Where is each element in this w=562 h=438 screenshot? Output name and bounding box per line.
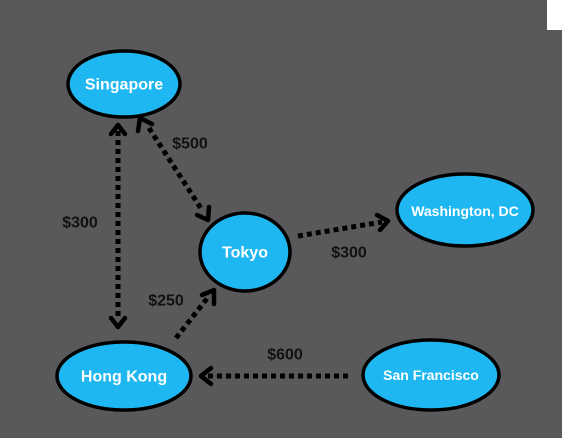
arrowhead-icon — [108, 315, 128, 330]
node-label-tokyo: Tokyo — [222, 245, 268, 262]
arrowhead-icon — [135, 115, 155, 134]
node-washington[interactable]: Washington, DC — [395, 172, 535, 248]
node-shape — [395, 172, 535, 248]
node-shape — [361, 338, 501, 412]
node-label-singapore: Singapore — [85, 77, 163, 94]
node-hongkong[interactable]: Hong Kong — [55, 340, 193, 412]
node-shape — [198, 211, 292, 293]
arrowhead-icon — [194, 204, 212, 223]
arrowhead-icon — [374, 212, 391, 233]
node-shape — [66, 49, 182, 119]
node-label-sanfrancisco: San Francisco — [383, 367, 479, 383]
edge-label-tokyo-washington: $300 — [331, 245, 367, 262]
edge-label-singapore-hongkong: $300 — [62, 215, 98, 232]
arrowhead-icon — [108, 122, 128, 137]
edge-tokyo-washington — [297, 212, 391, 239]
node-sanfrancisco[interactable]: San Francisco — [361, 338, 501, 412]
corner-background — [547, 0, 562, 30]
edge-singapore-tokyo — [135, 115, 212, 223]
node-tokyo[interactable]: Tokyo — [198, 211, 292, 293]
edge-singapore-hongkong — [108, 122, 128, 330]
edge-sanfrancisco-hongkong — [198, 365, 348, 387]
edge-label-sanfrancisco-hongkong: $600 — [267, 347, 303, 364]
edge-line — [146, 126, 205, 212]
node-shape — [55, 340, 193, 412]
edge-label-hongkong-tokyo: $250 — [148, 293, 184, 310]
node-label-washington: Washington, DC — [411, 203, 519, 219]
edge-line — [297, 219, 383, 239]
node-singapore[interactable]: Singapore — [66, 49, 182, 119]
edge-label-singapore-tokyo: $500 — [172, 136, 208, 153]
arrowhead-icon — [198, 365, 214, 387]
node-label-hongkong: Hong Kong — [81, 369, 167, 386]
arrowhead-icon — [199, 287, 217, 307]
edge-hongkong-tokyo — [174, 287, 217, 340]
